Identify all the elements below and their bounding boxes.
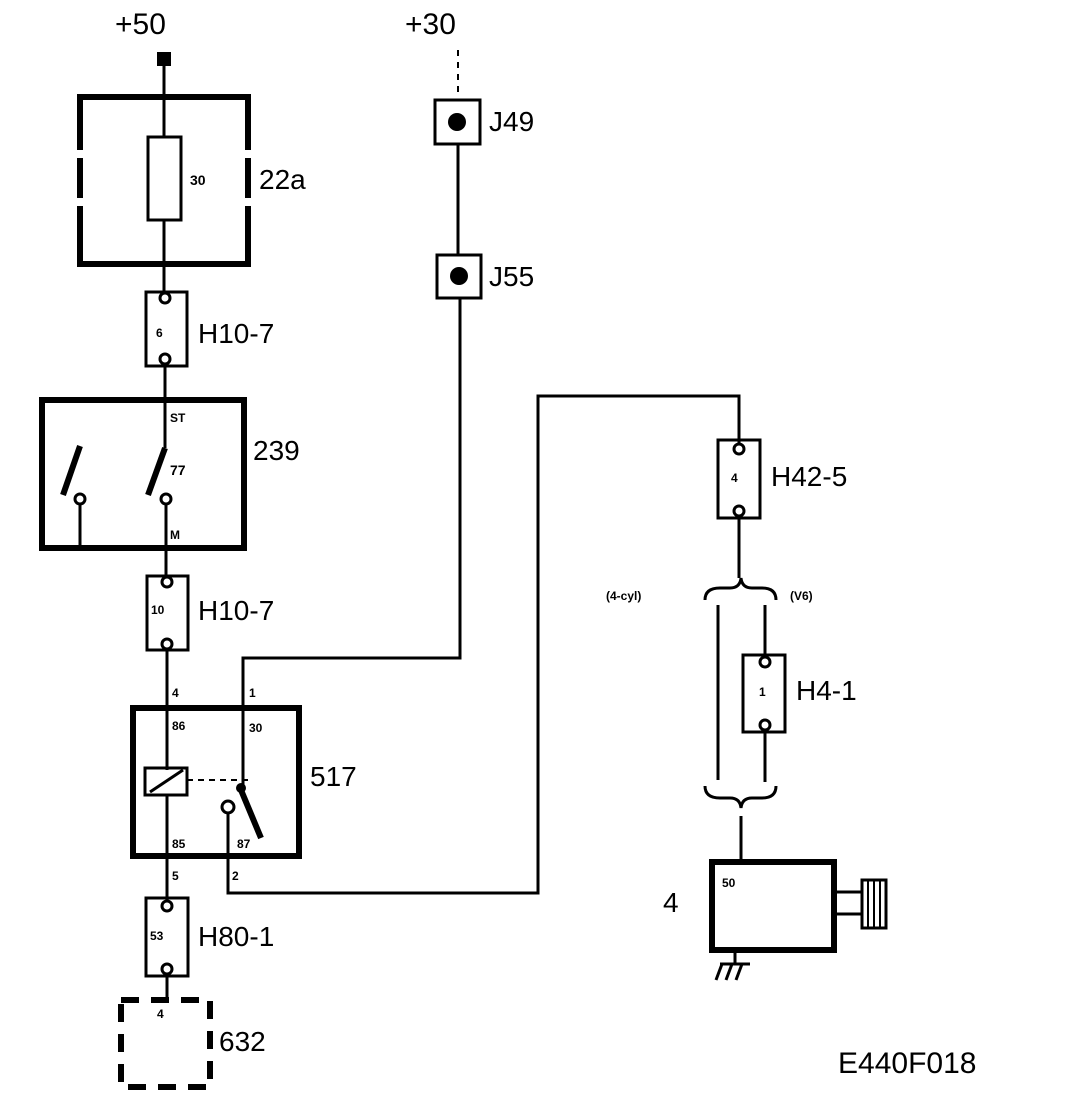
connector-h4-1-number: 1 bbox=[759, 685, 766, 699]
relay-wire-2: 2 bbox=[232, 869, 239, 883]
ignition-switch-term-m: M bbox=[170, 528, 180, 542]
connector-h10-7-pin6-terminal-in bbox=[158, 291, 172, 305]
ignition-switch-terminal-left bbox=[73, 492, 87, 506]
connector-h4-1-label: H4-1 bbox=[796, 675, 857, 706]
relay-wire-5: 5 bbox=[172, 869, 179, 883]
connector-h10-7-pin10-terminal-out bbox=[160, 637, 174, 651]
relay-terminal-87 bbox=[220, 799, 236, 815]
ignition-switch-contact-left bbox=[60, 445, 83, 496]
connector-h4-1-terminal-in bbox=[758, 655, 772, 669]
module-632-pin: 4 bbox=[157, 1007, 164, 1021]
connector-h42-5-terminal-out bbox=[732, 504, 746, 518]
variant-v6-label: (V6) bbox=[790, 589, 813, 603]
connector-h80-1-label: H80-1 bbox=[198, 921, 274, 952]
ground-icon bbox=[714, 950, 750, 981]
connector-h10-7-pin6-terminal-out bbox=[158, 352, 172, 366]
ignition-switch-term-77: 77 bbox=[170, 462, 186, 478]
drawing-code: E440F018 bbox=[838, 1047, 976, 1080]
variant-brace-top bbox=[703, 577, 778, 601]
relay-contact bbox=[238, 788, 264, 840]
junction-j55-dot bbox=[450, 267, 468, 285]
junction-j55-label: J55 bbox=[489, 261, 534, 292]
relay-term-86: 86 bbox=[172, 719, 186, 733]
ignition-switch-id: 239 bbox=[253, 435, 300, 466]
relay-id: 517 bbox=[310, 761, 357, 792]
relay-term-87: 87 bbox=[237, 837, 251, 851]
connector-h80-1-terminal-out bbox=[160, 962, 174, 976]
supply-plus30-label: +30 bbox=[405, 8, 456, 41]
relay-term-85: 85 bbox=[172, 837, 186, 851]
junction-j49-label: J49 bbox=[489, 106, 534, 137]
connector-h42-5-label: H42-5 bbox=[771, 461, 847, 492]
connector-h80-1-number: 53 bbox=[150, 929, 164, 943]
variant-4cyl-label: (4-cyl) bbox=[606, 589, 641, 603]
starter-motor-id: 4 bbox=[663, 887, 679, 918]
connector-h4-1-terminal-out bbox=[758, 718, 772, 732]
relay-box bbox=[130, 705, 302, 859]
supply-plus50-label: +50 bbox=[115, 8, 166, 41]
wire-j55-relay30 bbox=[241, 298, 462, 790]
module-632-label: 632 bbox=[219, 1026, 266, 1057]
relay-wire-1: 1 bbox=[249, 686, 256, 700]
connector-h10-7-pin10-label: H10-7 bbox=[198, 595, 274, 626]
ignition-switch-term-st: ST bbox=[170, 411, 186, 425]
starter-motor-term: 50 bbox=[722, 876, 736, 890]
fuse-element bbox=[146, 135, 183, 222]
junction-j49-dot bbox=[448, 113, 466, 131]
connector-h42-5-terminal-in bbox=[732, 442, 746, 456]
connector-h10-7-pin10-terminal-in bbox=[160, 575, 174, 589]
ignition-switch-contact-77 bbox=[145, 446, 168, 497]
supply-plus50-terminal bbox=[157, 52, 171, 66]
relay-wire-4: 4 bbox=[172, 686, 179, 700]
ignition-switch-terminal-77 bbox=[159, 492, 173, 506]
connector-h10-7-pin6-label: H10-7 bbox=[198, 318, 274, 349]
connector-h10-7-pin6-number: 6 bbox=[156, 326, 163, 340]
connector-h42-5-number: 4 bbox=[731, 471, 738, 485]
module-632-box bbox=[118, 997, 213, 1090]
variant-brace-bottom bbox=[703, 785, 778, 809]
wire-relay87-h42 bbox=[226, 394, 741, 895]
ignition-switch-box bbox=[39, 397, 247, 551]
connector-h80-1-terminal-in bbox=[160, 899, 174, 913]
starter-motor-shaft bbox=[832, 890, 864, 916]
relay-term-30: 30 bbox=[249, 721, 263, 735]
fuse-rating: 30 bbox=[190, 172, 206, 188]
fuse-id: 22a bbox=[259, 164, 306, 195]
connector-h10-7-pin10-number: 10 bbox=[151, 603, 165, 617]
